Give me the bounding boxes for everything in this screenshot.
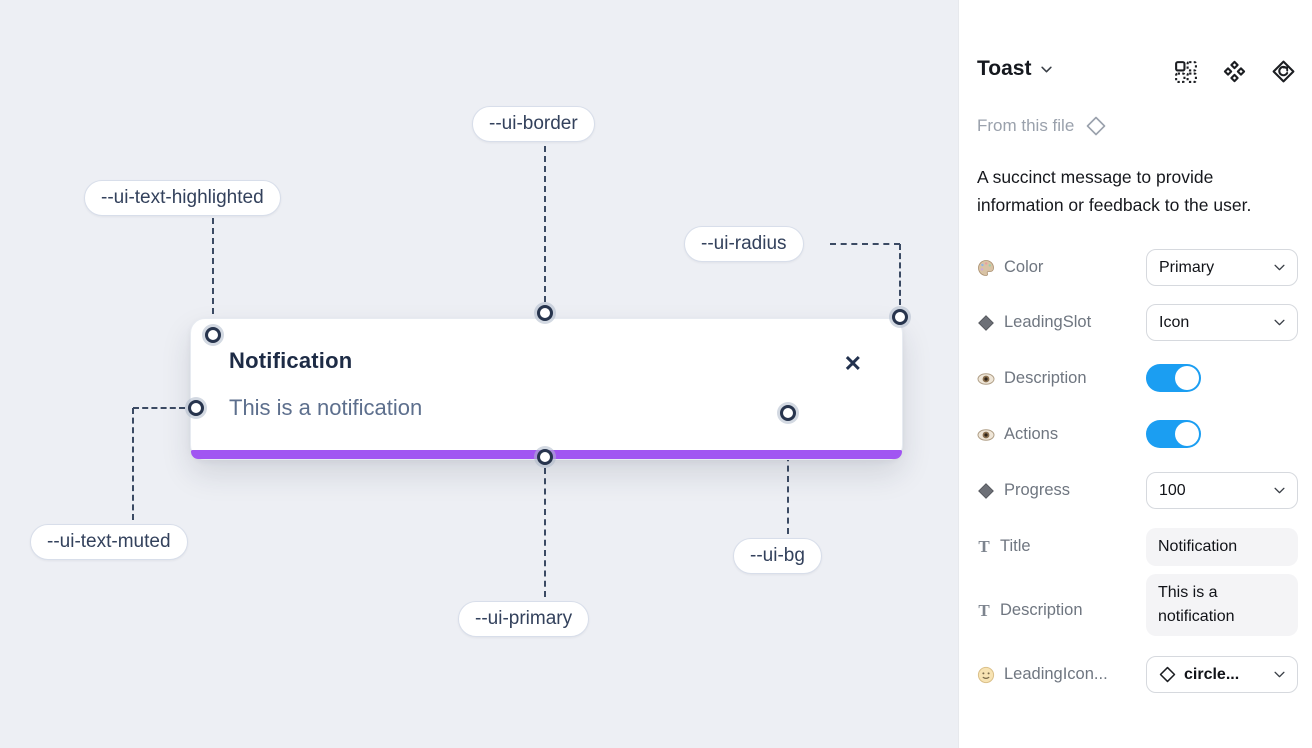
connector-ui-bg xyxy=(787,424,789,534)
anchor-dot-text-muted[interactable] xyxy=(188,400,204,416)
color-select[interactable]: Primary xyxy=(1146,249,1298,286)
component-icon[interactable] xyxy=(1222,59,1247,84)
component-title: Toast xyxy=(977,57,1032,80)
chevron-down-icon xyxy=(1041,66,1053,72)
close-icon[interactable]: ✕ xyxy=(843,351,862,376)
inspector-panel: Toast From this file xyxy=(958,0,1312,748)
css-var-label-ui-primary[interactable]: --ui-primary xyxy=(458,601,590,637)
anchor-dot-bg[interactable] xyxy=(780,405,796,421)
leadingicon-select[interactable]: circle... xyxy=(1146,656,1298,693)
diamond-outline-icon xyxy=(1086,116,1106,136)
title-input[interactable]: Notification xyxy=(1146,528,1298,566)
prop-label-title: T Title xyxy=(977,528,1031,565)
eye-icon xyxy=(977,372,995,385)
toggle-knob xyxy=(1175,366,1199,390)
prop-label-text: LeadingIcon... xyxy=(1004,665,1108,683)
text-icon: T xyxy=(978,536,990,556)
actions-toggle[interactable] xyxy=(1146,420,1201,448)
design-system-icon[interactable] xyxy=(1271,59,1296,84)
prop-label-text: LeadingSlot xyxy=(1004,313,1092,331)
component-description: A succinct message to provide informatio… xyxy=(977,167,1252,215)
progress-select[interactable]: 100 xyxy=(1146,472,1298,509)
chevron-down-icon xyxy=(1274,319,1285,326)
prop-label-text: Color xyxy=(1004,258,1044,276)
anchor-dot-primary[interactable] xyxy=(537,449,553,465)
text-icon: T xyxy=(978,600,990,620)
toast-title: Notification xyxy=(229,348,353,373)
connector-ui-border xyxy=(544,146,546,302)
prop-label-color: Color xyxy=(977,249,1043,286)
design-canvas[interactable]: Notification This is a notification ✕ --… xyxy=(0,0,958,748)
toast-component-preview[interactable]: Notification This is a notification ✕ xyxy=(190,318,903,460)
color-select-value: Primary xyxy=(1159,258,1215,276)
prop-label-leadingslot: LeadingSlot xyxy=(977,304,1091,341)
css-var-label-ui-text-muted[interactable]: --ui-text-muted xyxy=(30,524,188,560)
css-var-label-ui-bg[interactable]: --ui-bg xyxy=(733,538,822,574)
description-input[interactable]: This is a notification xyxy=(1146,574,1298,636)
panel-toolbar xyxy=(1173,59,1296,84)
anchor-dot-text-highlighted[interactable] xyxy=(205,327,221,343)
prop-label-leadingicon: LeadingIcon... xyxy=(977,656,1108,693)
css-var-label-ui-radius[interactable]: --ui-radius xyxy=(684,226,804,262)
connector-ui-primary xyxy=(544,468,546,597)
leadingslot-select-value: Icon xyxy=(1159,313,1190,331)
connector-ui-radius xyxy=(830,243,900,245)
connector-ui-radius xyxy=(899,244,901,305)
connector-ui-text-highlighted xyxy=(212,218,214,324)
source-row[interactable]: From this file xyxy=(977,116,1106,136)
anchor-dot-radius[interactable] xyxy=(892,309,908,325)
css-var-label-ui-border[interactable]: --ui-border xyxy=(472,106,595,142)
eye-icon xyxy=(977,428,995,441)
prop-label-description: Description xyxy=(977,360,1087,397)
prop-label-actions: Actions xyxy=(977,416,1058,453)
chevron-down-icon xyxy=(1274,487,1285,494)
swap-instance-icon[interactable] xyxy=(1173,59,1198,84)
diamond-outline-icon xyxy=(1159,666,1176,683)
prop-label-text: Description xyxy=(1004,369,1087,387)
smiley-icon xyxy=(977,666,995,683)
chevron-down-icon xyxy=(1274,264,1285,271)
connector-ui-text-muted xyxy=(132,408,134,520)
prop-label-text: Actions xyxy=(1004,425,1059,443)
leadingslot-select[interactable]: Icon xyxy=(1146,304,1298,341)
component-title-row[interactable]: Toast xyxy=(977,57,1053,81)
description-toggle[interactable] xyxy=(1146,364,1201,392)
palette-icon xyxy=(978,259,994,276)
prop-label-text: Description xyxy=(1000,601,1083,619)
diamond-icon xyxy=(978,482,994,499)
diamond-icon xyxy=(978,314,994,331)
progress-select-value: 100 xyxy=(1159,481,1186,499)
toggle-knob xyxy=(1175,422,1199,446)
toast-description: This is a notification xyxy=(229,395,423,420)
prop-label-progress: Progress xyxy=(977,472,1070,509)
prop-label-text: Progress xyxy=(1004,481,1071,499)
source-label: From this file xyxy=(977,116,1075,135)
chevron-down-icon xyxy=(1274,671,1285,678)
prop-label-description-text: T Description xyxy=(977,592,1083,629)
anchor-dot-border[interactable] xyxy=(537,305,553,321)
css-var-label-ui-text-highlighted[interactable]: --ui-text-highlighted xyxy=(84,180,281,216)
connector-ui-text-muted xyxy=(133,407,185,409)
leadingicon-select-value: circle... xyxy=(1184,665,1240,683)
prop-label-text: Title xyxy=(1000,537,1031,555)
